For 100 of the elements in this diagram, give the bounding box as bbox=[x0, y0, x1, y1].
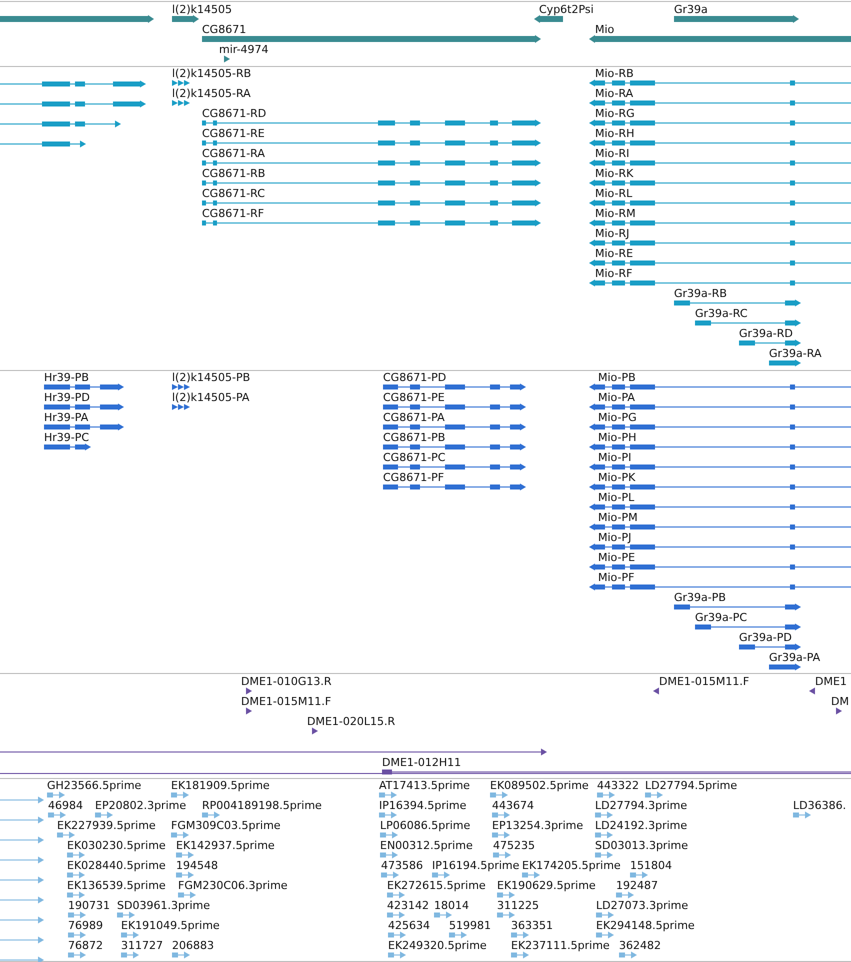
feature-label: CG8671 bbox=[202, 23, 246, 36]
feature-label: EK174205.5prime bbox=[522, 859, 621, 872]
feature-label: l(2)k14505 bbox=[172, 3, 232, 16]
feature-label: 194548 bbox=[176, 859, 218, 872]
feature-label: 192487 bbox=[616, 879, 658, 892]
feature-label: Gr39a bbox=[674, 3, 708, 16]
feature-label: DME1-010G13.R bbox=[241, 675, 332, 688]
feature-label: Gr39a-RA bbox=[769, 347, 822, 360]
feature-label: EK272615.5prime bbox=[387, 879, 486, 892]
feature-label: EK030230.5prime bbox=[67, 839, 166, 852]
feature-label: FGM230C06.3prime bbox=[178, 879, 288, 892]
feature-label: Gr39a-RC bbox=[695, 307, 748, 320]
feature-label: mir-4974 bbox=[219, 43, 269, 56]
feature-label: CG8671-RA bbox=[202, 147, 265, 160]
feature-label: Mio-PG bbox=[598, 411, 637, 424]
feature-label: EK237111.5prime bbox=[511, 939, 610, 952]
feature-label: Mio-RA bbox=[595, 87, 634, 100]
feature-label: 76989 bbox=[68, 919, 103, 932]
feature-label: l(2)k14505-PA bbox=[172, 391, 250, 404]
feature-label: Mio-PL bbox=[598, 491, 634, 504]
feature-label: CG8671-PD bbox=[383, 371, 446, 384]
feature-label: EK227939.5prime bbox=[57, 819, 156, 832]
feature-label: GH23566.5prime bbox=[47, 779, 142, 792]
feature-label: 76872 bbox=[68, 939, 103, 952]
feature-label: Hr39-PC bbox=[44, 431, 90, 444]
feature-label: CG8671-PF bbox=[383, 471, 444, 484]
feature-label: Mio bbox=[595, 23, 614, 36]
feature-label: Mio-RG bbox=[595, 107, 635, 120]
feature-label: Mio-PE bbox=[598, 551, 636, 564]
feature-label: 443322 bbox=[597, 779, 639, 792]
feature-label: 519981 bbox=[449, 919, 491, 932]
feature-label: LP06086.5prime bbox=[380, 819, 470, 832]
feature-label: 443674 bbox=[492, 799, 534, 812]
feature-label: Gr39a-PD bbox=[739, 631, 792, 644]
feature-label: Mio-RM bbox=[595, 207, 636, 220]
feature-label: SD03961.3prime bbox=[117, 899, 210, 912]
feature-label: Mio-RE bbox=[595, 247, 634, 260]
feature-label: Mio-PF bbox=[598, 571, 634, 584]
feature-label: EN00312.5prime bbox=[380, 839, 473, 852]
feature-label: CG8671-PB bbox=[383, 431, 446, 444]
feature-label: SD03013.3prime bbox=[595, 839, 688, 852]
feature-label: DME1-015M11.F bbox=[241, 695, 332, 708]
feature-label: DME1 bbox=[815, 675, 847, 688]
feature-label: CG8671-RC bbox=[202, 187, 265, 200]
feature-label: 190731 bbox=[68, 899, 110, 912]
feature-label: EP13254.3prime bbox=[492, 819, 584, 832]
feature-label: Mio-RF bbox=[595, 267, 632, 280]
feature-label: Mio-RL bbox=[595, 187, 632, 200]
feature-label: Mio-RB bbox=[595, 67, 634, 80]
feature-label: AT17413.5prime bbox=[379, 779, 470, 792]
feature-label: CG8671-RF bbox=[202, 207, 264, 220]
feature-label: EK249320.5prime bbox=[388, 939, 487, 952]
feature-label: EK294148.5prime bbox=[596, 919, 695, 932]
feature-label: 423142 bbox=[387, 899, 429, 912]
feature-label: FGM309C03.5prime bbox=[171, 819, 281, 832]
feature-label: Hr39-PB bbox=[44, 371, 89, 384]
feature-label: 473586 bbox=[381, 859, 423, 872]
feature-label: 362482 bbox=[619, 939, 661, 952]
feature-label: DME1-012H11 bbox=[382, 756, 462, 769]
feature-label: EK181909.5prime bbox=[171, 779, 270, 792]
feature-label: Gr39a-RD bbox=[739, 327, 793, 340]
feature-label: Mio-RJ bbox=[595, 227, 630, 240]
feature-label: Mio-RH bbox=[595, 127, 634, 140]
feature-label: LD27073.3prime bbox=[596, 899, 688, 912]
feature-label: EK089502.5prime bbox=[490, 779, 589, 792]
feature-label: RP004189198.5prime bbox=[202, 799, 322, 812]
feature-label: CG8671-RE bbox=[202, 127, 265, 140]
feature-label: 18014 bbox=[434, 899, 469, 912]
feature-label: 46984 bbox=[48, 799, 83, 812]
feature-label: 206883 bbox=[172, 939, 214, 952]
feature-label: 363351 bbox=[511, 919, 553, 932]
feature-label: DME1-015M11.F bbox=[659, 675, 750, 688]
feature-label: CG8671-PC bbox=[383, 451, 446, 464]
feature-label: CG8671-PA bbox=[383, 411, 445, 424]
feature-label: Mio-PI bbox=[598, 451, 632, 464]
feature-label: Gr39a-PC bbox=[695, 611, 748, 624]
feature-label: CG8671-RB bbox=[202, 167, 266, 180]
feature-label: EK142937.5prime bbox=[176, 839, 275, 852]
feature-label: CG8671-PE bbox=[383, 391, 445, 404]
feature-label: DM bbox=[831, 695, 849, 708]
feature-label: 475235 bbox=[493, 839, 535, 852]
feature-label: Mio-PM bbox=[598, 511, 638, 524]
feature-label: IP16394.5prime bbox=[379, 799, 466, 812]
feature-label: Mio-PK bbox=[598, 471, 636, 484]
feature-label: Mio-PB bbox=[598, 371, 636, 384]
feature-label: Mio-PA bbox=[598, 391, 635, 404]
feature-label: Hr39-PA bbox=[44, 411, 88, 424]
feature-label: Mio-RK bbox=[595, 167, 634, 180]
feature-label: EK190629.5prime bbox=[497, 879, 596, 892]
feature-label: l(2)k14505-RA bbox=[172, 87, 251, 100]
feature-label: LD27794.5prime bbox=[645, 779, 738, 792]
feature-label: Mio-PH bbox=[598, 431, 636, 444]
feature-label: Gr39a-RB bbox=[674, 287, 727, 300]
feature-label: EK191049.5prime bbox=[121, 919, 220, 932]
feature-label: IP16194.5prime bbox=[432, 859, 520, 872]
feature-label: LD36386. bbox=[793, 799, 846, 812]
feature-label: Gr39a-PA bbox=[769, 651, 820, 664]
feature-label: 311727 bbox=[121, 939, 163, 952]
feature-label: EK136539.5prime bbox=[67, 879, 166, 892]
feature-label: l(2)k14505-RB bbox=[172, 67, 252, 80]
